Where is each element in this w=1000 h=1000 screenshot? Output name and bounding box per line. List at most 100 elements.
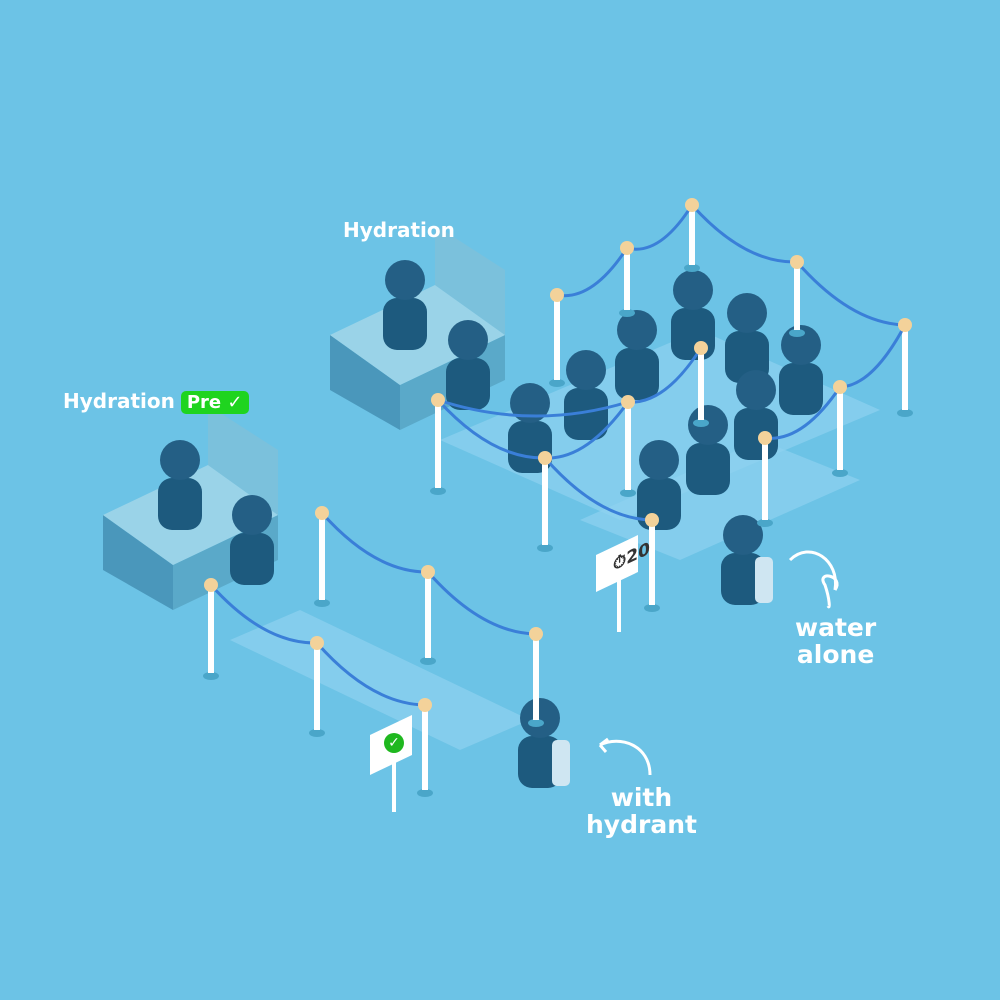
sign-post	[617, 560, 621, 632]
stanchion-post	[689, 205, 695, 265]
person-body	[721, 553, 765, 605]
check-icon: ✓	[227, 392, 243, 413]
post-cap	[421, 565, 435, 579]
post-base	[417, 789, 433, 797]
post-cap	[833, 380, 847, 394]
rope	[839, 324, 907, 389]
hydration-label-main: Hydration	[343, 218, 455, 242]
post-base	[789, 329, 805, 337]
person-body	[615, 348, 659, 400]
post-base	[684, 264, 700, 272]
post-base	[420, 657, 436, 665]
person-head	[688, 405, 728, 445]
person-head	[510, 383, 550, 423]
stanchion-post	[794, 262, 800, 330]
post-cap	[529, 627, 543, 641]
hydration-pre-text: Hydration	[63, 389, 175, 413]
stanchion-post	[698, 348, 704, 420]
person-head	[723, 515, 763, 555]
rope	[315, 642, 426, 707]
post-cap	[538, 451, 552, 465]
water-bottle-icon	[755, 557, 773, 603]
post-cap	[204, 578, 218, 592]
person-body	[230, 533, 274, 585]
post-base	[644, 604, 660, 612]
person-body	[779, 363, 823, 415]
counter-partition	[435, 225, 505, 335]
stanchion-post	[649, 520, 655, 605]
person-head	[160, 440, 200, 480]
post-base	[537, 544, 553, 552]
check-sign-icon: ✓	[384, 733, 404, 753]
rope	[764, 386, 842, 440]
post-base	[832, 469, 848, 477]
person-body	[446, 358, 490, 410]
person-body	[734, 408, 778, 460]
rope	[795, 261, 906, 327]
stanchion-post	[422, 705, 428, 790]
pre-badge: Pre ✓	[180, 391, 249, 414]
floor-mat	[230, 610, 530, 750]
note-line: water	[795, 613, 877, 642]
water-alone-note: water alone	[795, 614, 876, 668]
person-body	[383, 298, 427, 350]
post-base	[309, 729, 325, 737]
post-cap	[694, 341, 708, 355]
timer-sign	[596, 535, 638, 592]
post-base	[549, 379, 565, 387]
stanchion-post	[837, 387, 843, 470]
post-base	[619, 309, 635, 317]
person-body	[671, 308, 715, 360]
post-base	[757, 519, 773, 527]
water-bottle-icon	[552, 740, 570, 786]
stanchion-post	[435, 400, 441, 488]
post-cap	[898, 318, 912, 332]
stanchion-post	[624, 248, 630, 310]
stanchion-post	[762, 438, 768, 520]
person-head	[617, 310, 657, 350]
note-line: with	[610, 783, 673, 812]
stanchion-post	[319, 513, 325, 600]
sign-post	[392, 750, 396, 812]
rope	[320, 512, 429, 574]
stanchion-post	[314, 643, 320, 730]
person-head	[639, 440, 679, 480]
person-head	[520, 698, 560, 738]
note-line: alone	[796, 640, 875, 669]
rope	[690, 203, 798, 264]
rope	[556, 247, 629, 298]
post-cap	[621, 395, 635, 409]
person-head	[385, 260, 425, 300]
stanchion-post	[542, 458, 548, 545]
post-base	[203, 672, 219, 680]
rope	[436, 398, 546, 460]
rope	[209, 583, 318, 645]
post-base	[528, 719, 544, 727]
post-cap	[790, 255, 804, 269]
person-body	[564, 388, 608, 440]
person-head	[727, 293, 767, 333]
rope	[627, 347, 703, 404]
person-head	[232, 495, 272, 535]
person-head	[736, 370, 776, 410]
person-head	[566, 350, 606, 390]
stanchion-post	[625, 402, 631, 490]
rope	[426, 571, 537, 636]
post-base	[314, 599, 330, 607]
rope	[437, 398, 629, 418]
post-cap	[620, 241, 634, 255]
post-base	[897, 409, 913, 417]
stanchion-post	[554, 295, 560, 380]
post-cap	[550, 288, 564, 302]
stanchion-post	[425, 572, 431, 658]
post-cap	[431, 393, 445, 407]
post-cap	[758, 431, 772, 445]
rope	[543, 457, 653, 522]
person-body	[637, 478, 681, 530]
counter-partition	[208, 405, 278, 515]
rope	[544, 401, 630, 460]
post-cap	[645, 513, 659, 527]
